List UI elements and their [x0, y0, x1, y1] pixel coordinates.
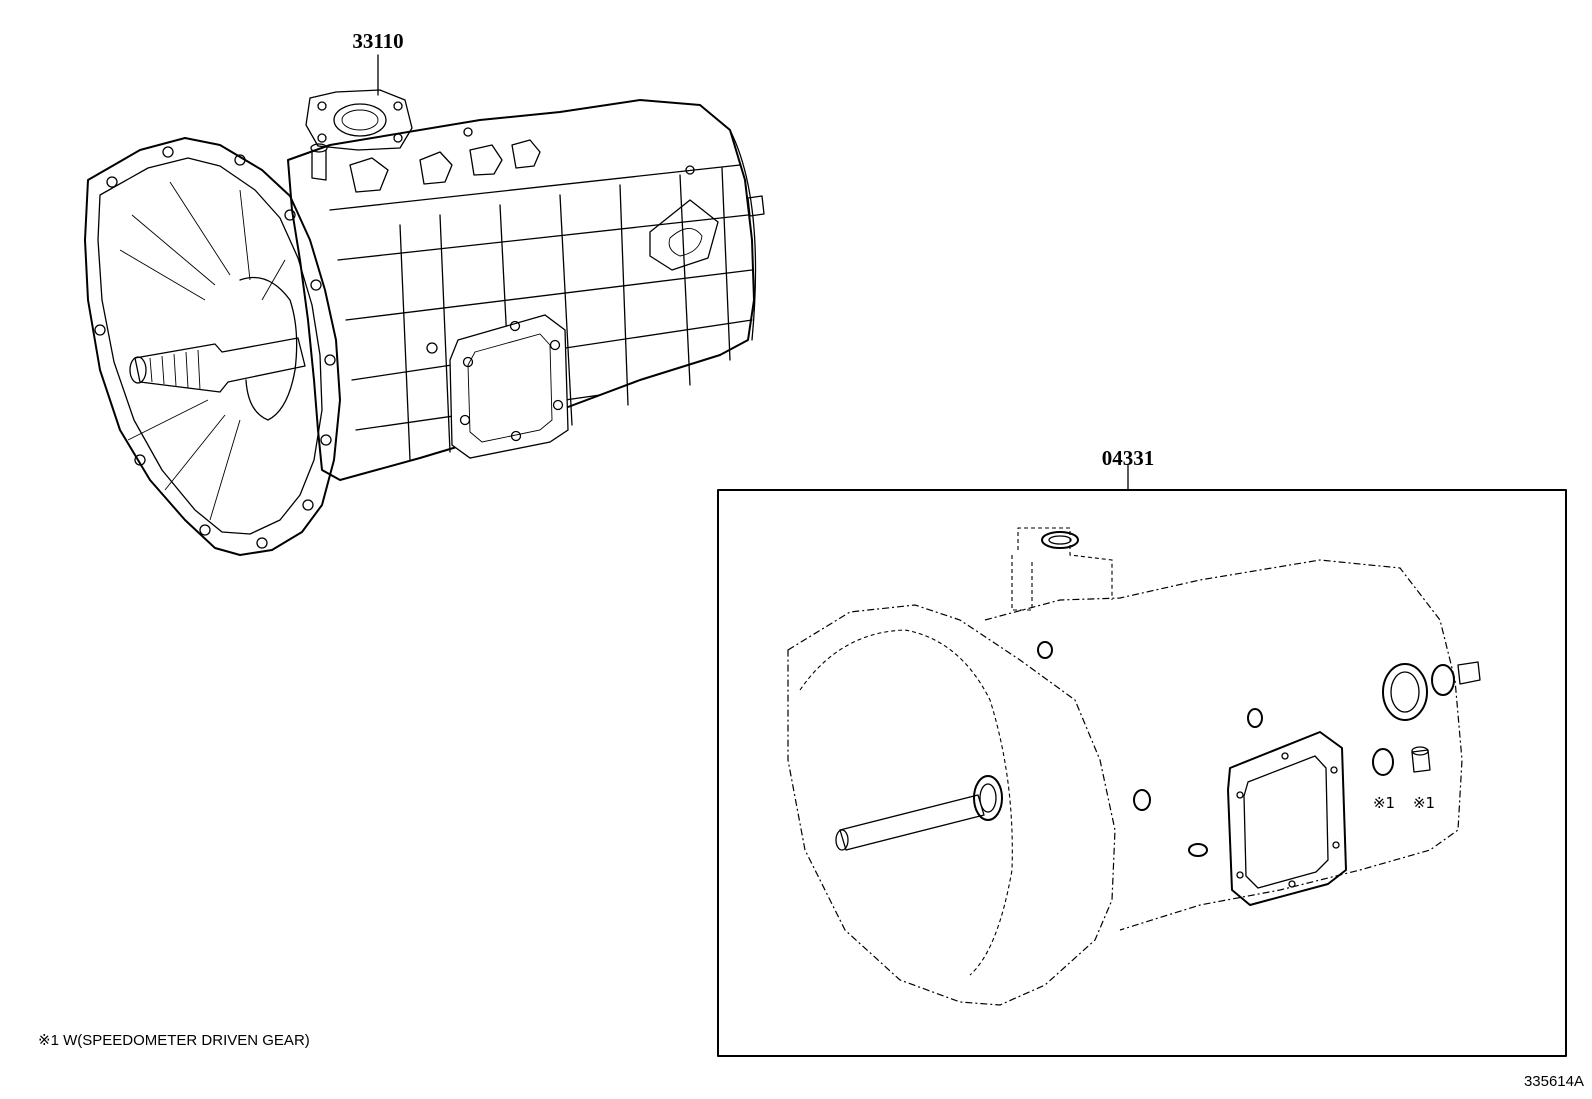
shift-tower-flange: [305, 89, 413, 151]
kit-phantom-transmission: [787, 527, 1481, 1006]
transmission-assembly-illustration: [84, 54, 765, 556]
bell-housing: [84, 137, 341, 556]
speedometer-sleeve: [1411, 749, 1431, 773]
speedometer-o-ring: [1372, 748, 1394, 776]
callout-label-33110: 33110: [352, 29, 403, 53]
input-shaft: [134, 337, 306, 393]
transmission-case: [287, 99, 755, 481]
footnote: ※1 W(SPEEDOMETER DRIVEN GEAR): [38, 1032, 310, 1049]
kit-pto-gasket: [1227, 731, 1347, 906]
kit-mark-sleeve: ※1: [1413, 794, 1435, 812]
front-oil-seal: [973, 775, 1003, 821]
callout-label-04331: 04331: [1102, 446, 1155, 470]
rear-oil-seal: [1382, 663, 1428, 721]
illustration-number: 335614A: [1524, 1073, 1584, 1090]
shift-tower-seal: [1041, 531, 1079, 549]
kit-mark-o-ring: ※1: [1373, 794, 1395, 812]
kit-input-shaft: [839, 794, 985, 851]
kit-frame: [717, 489, 1567, 1057]
